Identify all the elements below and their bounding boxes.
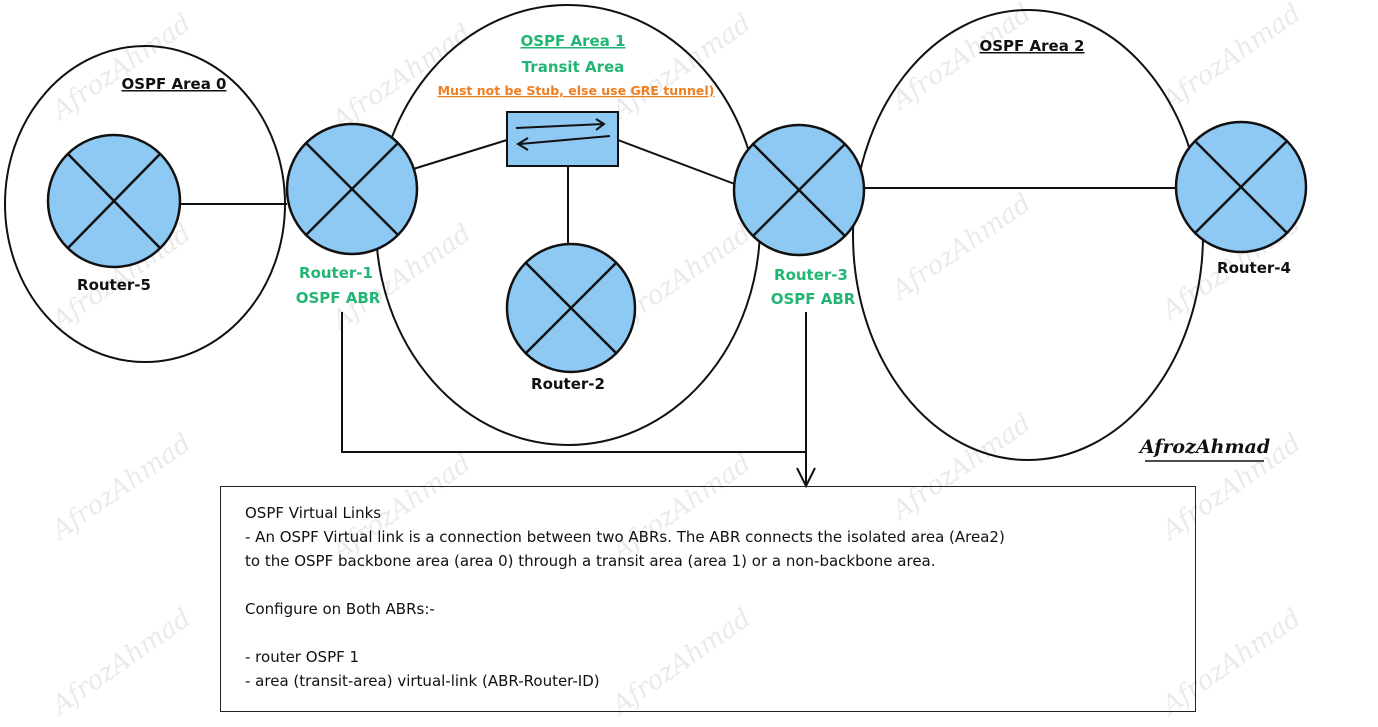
notes-line: to the OSPF backbone area (area 0) throu… (245, 552, 936, 570)
notes-title: OSPF Virtual Links (245, 504, 382, 522)
notes-spacer (245, 621, 1171, 645)
router-3 (732, 123, 866, 257)
router-2 (505, 242, 637, 374)
area2-title: OSPF Area 2 (980, 37, 1085, 55)
watermark-text: AfrozAhmad (885, 188, 1037, 307)
router-1 (285, 122, 419, 256)
watermark-text: AfrozAhmad (1155, 0, 1307, 117)
router-4-label: Router-4 (1217, 259, 1291, 277)
transit-switch (506, 111, 619, 167)
notes-line: - router OSPF 1 (245, 648, 360, 666)
watermark-text: AfrozAhmad (45, 8, 197, 127)
watermark-text: AfrozAhmad (45, 603, 197, 722)
watermark-text: AfrozAhmad (45, 428, 197, 547)
router-2-label: Router-2 (531, 375, 605, 393)
area1-subtitle: Transit Area (522, 58, 625, 76)
router-5 (46, 133, 182, 269)
virtual-link-path (341, 312, 806, 453)
notes-line: - area (transit-area) virtual-link (ABR-… (245, 672, 600, 690)
area1-note: Must not be Stub, else use GRE tunnel) (438, 83, 715, 98)
notes-box: OSPF Virtual Links - An OSPF Virtual lin… (220, 486, 1196, 712)
notes-line: - An OSPF Virtual link is a connection b… (245, 528, 1005, 546)
router-5-label: Router-5 (77, 276, 151, 294)
author-signature: AfrozAhmad (1138, 436, 1270, 458)
router-1-label: Router-1 (299, 264, 373, 282)
router-1-role: OSPF ABR (296, 289, 381, 307)
watermark-text: AfrozAhmad (605, 8, 757, 127)
router-4 (1174, 120, 1308, 254)
area0-title: OSPF Area 0 (122, 75, 227, 93)
watermark-text: AfrozAhmad (325, 18, 477, 137)
watermark-text: AfrozAhmad (885, 0, 1037, 117)
area1-title: OSPF Area 1 (521, 32, 626, 50)
link-r1-switch (409, 139, 508, 171)
notes-line: Configure on Both ABRs:- (245, 600, 435, 618)
link-switch-r3 (617, 139, 741, 187)
notes-spacer (245, 573, 1171, 597)
router-3-role: OSPF ABR (771, 290, 856, 308)
router-3-label: Router-3 (774, 266, 848, 284)
